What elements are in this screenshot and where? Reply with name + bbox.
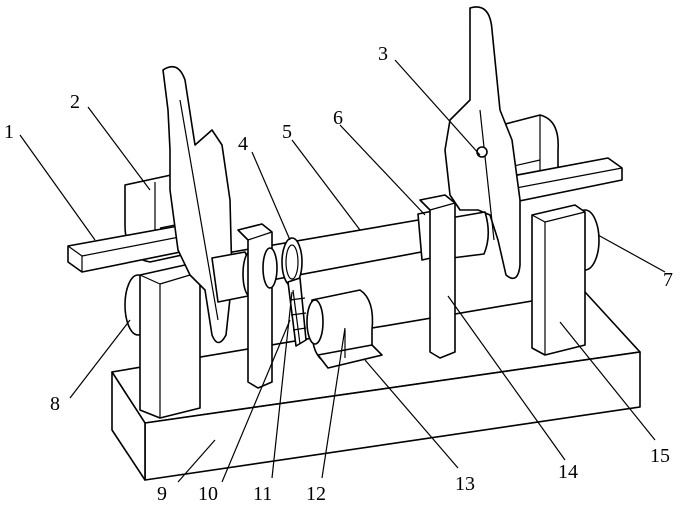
label-1: 1 (4, 121, 14, 143)
label-7: 7 (663, 269, 673, 291)
left-pillar (140, 265, 200, 418)
label-9: 9 (157, 483, 167, 505)
label-4: 4 (238, 133, 248, 155)
right-pillar (532, 205, 585, 355)
label-3: 3 (378, 43, 388, 65)
label-8: 8 (50, 393, 60, 415)
label-5: 5 (282, 121, 292, 143)
label-12: 12 (306, 483, 326, 505)
label-13: 13 (455, 473, 475, 495)
label-15: 15 (650, 445, 670, 467)
label-6: 6 (333, 107, 343, 129)
label-11: 11 (253, 483, 272, 505)
drive-chain (288, 278, 306, 346)
label-2: 2 (70, 91, 80, 113)
label-10: 10 (198, 483, 218, 505)
label-14: 14 (558, 461, 578, 483)
